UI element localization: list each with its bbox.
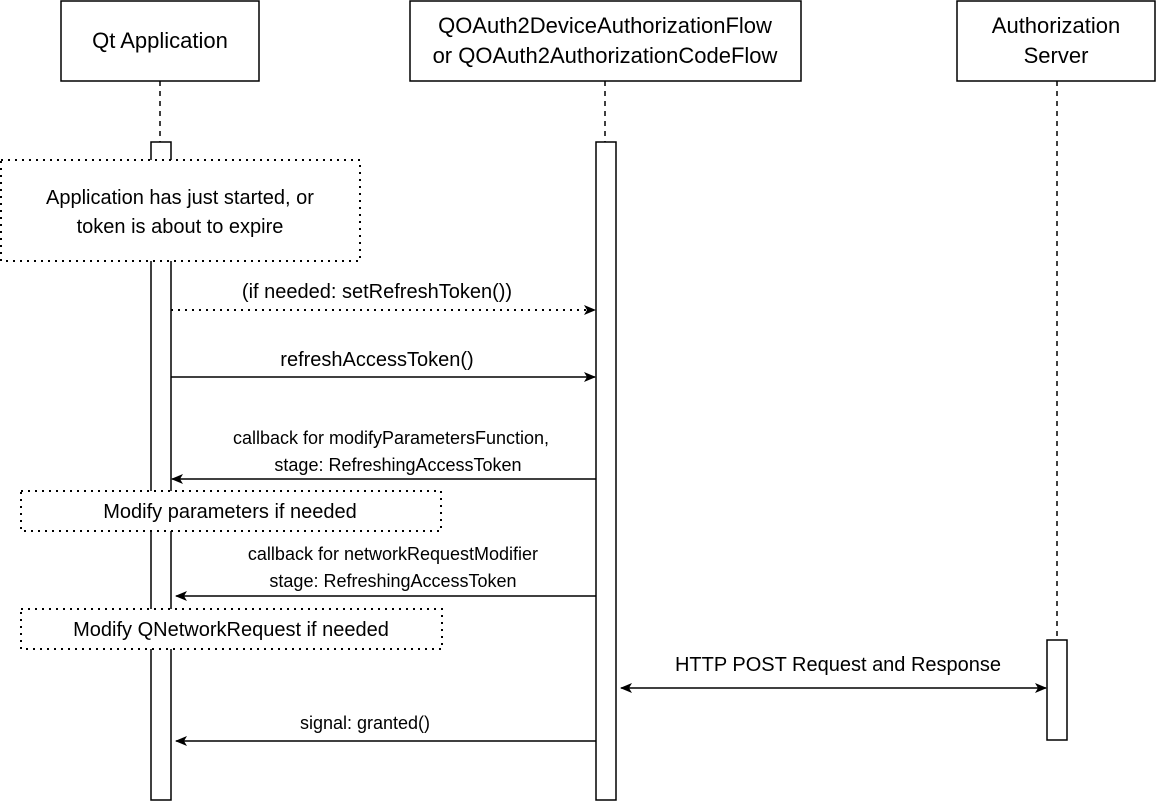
participant-flow-label-line2: or QOAuth2AuthorizationCodeFlow <box>433 43 778 68</box>
flow-activation-bar <box>595 141 617 801</box>
message-set-refresh-token-label: (if needed: setRefreshToken()) <box>242 281 512 303</box>
note-modify-request-label: Modify QNetworkRequest if needed <box>73 619 389 641</box>
participant-flow-label-line1: QOAuth2DeviceAuthorizationFlow <box>438 13 772 38</box>
note-modify-params-label: Modify parameters if needed <box>103 501 356 523</box>
note-start-line1: Application has just started, or <box>46 187 314 209</box>
message-http-post: HTTP POST Request and Response <box>620 654 1047 693</box>
note-modify-params: Modify parameters if needed <box>20 490 442 532</box>
message-callback-params-line2: stage: RefreshingAccessToken <box>274 455 521 475</box>
message-refresh-access-token-label: refreshAccessToken() <box>280 349 473 371</box>
server-activation-bar <box>1046 639 1068 741</box>
message-granted: signal: granted() <box>175 713 596 746</box>
message-http-post-label: HTTP POST Request and Response <box>675 654 1001 676</box>
message-callback-request-line2: stage: RefreshingAccessToken <box>269 571 516 591</box>
participant-app-label: Qt Application <box>92 28 228 53</box>
participant-app: Qt Application <box>60 0 260 82</box>
message-callback-request: callback for networkRequestModifier stag… <box>175 544 596 601</box>
participant-server-label-line2: Server <box>1024 43 1089 68</box>
message-callback-params: callback for modifyParametersFunction, s… <box>171 428 596 484</box>
note-start-line2: token is about to expire <box>77 216 284 238</box>
message-refresh-access-token: refreshAccessToken() <box>171 349 596 382</box>
participant-flow: QOAuth2DeviceAuthorizationFlow or QOAuth… <box>409 0 802 82</box>
message-callback-params-line1: callback for modifyParametersFunction, <box>233 428 549 448</box>
participant-server-label-line1: Authorization <box>992 13 1120 38</box>
message-set-refresh-token: (if needed: setRefreshToken()) <box>171 281 596 315</box>
note-start: Application has just started, or token i… <box>0 159 361 262</box>
message-callback-request-line1: callback for networkRequestModifier <box>248 544 538 564</box>
note-modify-request: Modify QNetworkRequest if needed <box>20 608 443 650</box>
message-granted-label: signal: granted() <box>300 713 430 733</box>
participant-server: Authorization Server <box>956 0 1156 82</box>
